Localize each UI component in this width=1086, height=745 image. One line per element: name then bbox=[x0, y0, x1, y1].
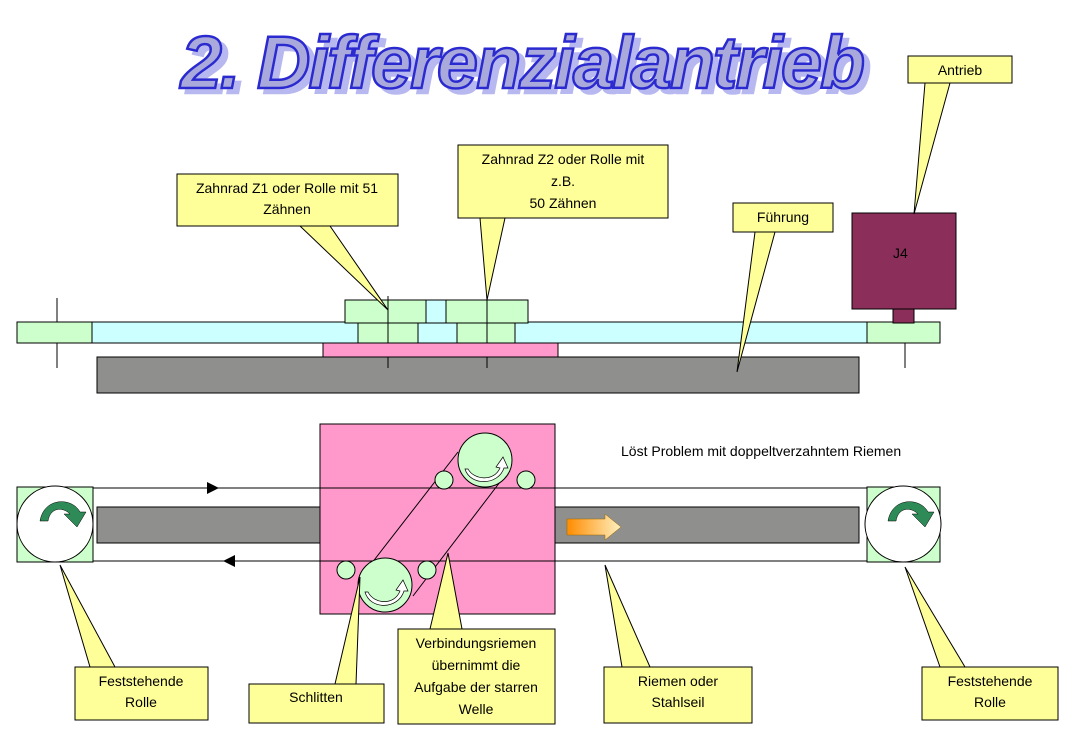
motor-label: J4 bbox=[893, 245, 908, 261]
callout-verbindungsriemen-line: übernimmt die bbox=[432, 657, 521, 673]
callout-z2-line: z.B. bbox=[551, 173, 575, 189]
carriage-top bbox=[322, 342, 559, 358]
callout-verbindungsriemen-line: Welle bbox=[459, 701, 494, 717]
callout-schlitten: Schlitten bbox=[248, 576, 385, 724]
guide-rail bbox=[96, 356, 860, 394]
callout-verbindungsriemen-line: Aufgabe der starren bbox=[414, 679, 538, 695]
callout-rolle-left-line: Feststehende bbox=[99, 673, 184, 689]
gear-z1-bottom bbox=[357, 322, 389, 344]
callout-antrieb: Antrieb bbox=[907, 55, 1013, 215]
gear-z2-bottom bbox=[456, 322, 488, 344]
rotate-arrow-icon bbox=[39, 501, 87, 528]
callout-rolle-right: Feststehende Rolle bbox=[904, 566, 1059, 721]
gear-z1-top bbox=[387, 299, 427, 324]
callout-rolle-right-line: Feststehende bbox=[948, 673, 1033, 689]
motor-j4 bbox=[851, 212, 957, 310]
gear-z2-top bbox=[445, 299, 488, 324]
gear-z2-bottom bbox=[486, 322, 516, 344]
note-text: Löst Problem mit doppeltverzahntem Rieme… bbox=[621, 443, 901, 459]
top-assembly: J4 bbox=[16, 212, 957, 394]
callout-z1-line: Zahnrad Z1 oder Rolle mit 51 bbox=[196, 180, 378, 196]
callout-antrieb-text: Antrieb bbox=[938, 62, 983, 78]
arrow-right-icon bbox=[207, 482, 219, 494]
callout-z2-line: 50 Zähnen bbox=[530, 195, 597, 211]
callout-riemen-line: Stahlseil bbox=[652, 694, 705, 710]
gear-z2-top bbox=[486, 299, 529, 324]
motor-shaft bbox=[892, 308, 915, 324]
rotate-arrow-icon bbox=[887, 501, 935, 528]
callout-fuehrung: Führung bbox=[732, 202, 834, 373]
rotate-arrow-icon bbox=[464, 456, 509, 482]
rail-end-right bbox=[866, 321, 941, 344]
callout-z2-line: Zahnrad Z2 oder Rolle mit bbox=[482, 151, 645, 167]
callout-rolle-left-line: Rolle bbox=[125, 694, 157, 710]
callout-schlitten-text: Schlitten bbox=[289, 689, 343, 705]
callout-fuehrung-text: Führung bbox=[757, 209, 809, 225]
callout-rolle-left: Feststehende Rolle bbox=[59, 564, 209, 721]
callout-z1-line: Zähnen bbox=[263, 201, 310, 217]
carriage bbox=[319, 423, 556, 615]
direction-arrow-icon bbox=[566, 513, 622, 541]
gear-z1-bottom bbox=[387, 322, 419, 344]
bottom-assembly bbox=[16, 423, 942, 615]
arrow-left-icon bbox=[223, 555, 235, 567]
guide-left bbox=[96, 506, 321, 544]
idler-roller bbox=[516, 470, 536, 490]
fixed-roller-right bbox=[864, 485, 942, 563]
callout-riemen-line: Riemen oder bbox=[638, 673, 718, 689]
callout-verbindungsriemen: Verbindungsriemen übernimmt die Aufgabe … bbox=[397, 552, 556, 725]
callout-riemen: Riemen oder Stahlseil bbox=[603, 564, 753, 724]
rotate-arrow-icon bbox=[364, 579, 409, 606]
callout-z1: Zahnrad Z1 oder Rolle mit 51 Zähnen bbox=[176, 173, 399, 311]
gear-gap bbox=[425, 299, 447, 324]
fixed-roller-left bbox=[16, 485, 94, 563]
idler-roller bbox=[417, 560, 437, 580]
idler-roller bbox=[336, 560, 356, 580]
callout-z2: Zahnrad Z2 oder Rolle mit z.B. 50 Zähnen bbox=[457, 144, 669, 301]
callout-rolle-right-line: Rolle bbox=[974, 694, 1006, 710]
idler-roller bbox=[434, 470, 454, 490]
callout-verbindungsriemen-line: Verbindungsriemen bbox=[416, 635, 537, 651]
rail-end-left bbox=[16, 321, 93, 344]
page-title: 2. Differenzialantrieb bbox=[179, 21, 864, 104]
